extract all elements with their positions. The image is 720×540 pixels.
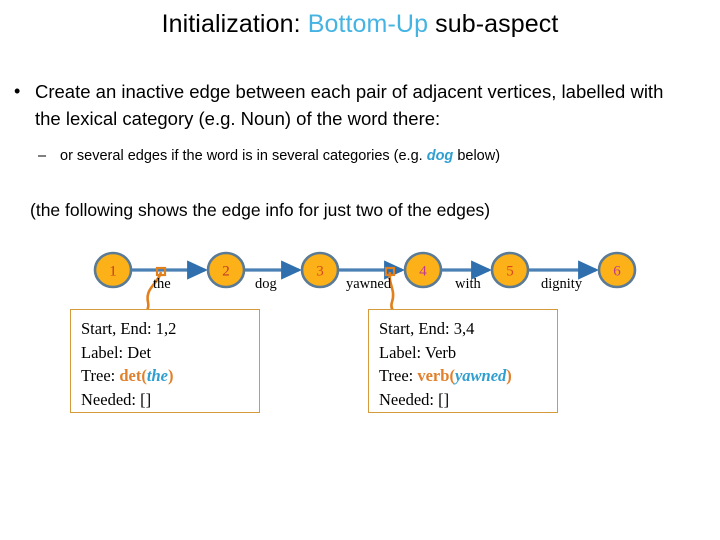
edge-info-2-needed: Needed: [] bbox=[379, 388, 557, 412]
lattice-node-5[interactable]: 5 bbox=[490, 251, 530, 289]
edge-info-2-label-key: Label: bbox=[379, 342, 425, 362]
lattice-node-circle-3 bbox=[300, 251, 340, 289]
bullet-secondary-text-before: or several edges if the word is in sever… bbox=[60, 148, 427, 164]
edge-info-1-tree: Tree: det(the) bbox=[81, 364, 259, 388]
edge-info-2-needed-value: [] bbox=[438, 389, 450, 409]
edge-info-2-tree-word: yawned bbox=[454, 366, 507, 385]
title-highlight: Bottom-Up bbox=[307, 10, 429, 38]
edge-word-dignity: dignity bbox=[541, 276, 583, 292]
edge-info-1-needed-key: Needed: bbox=[81, 389, 141, 409]
edge-info-2-label-value: Verb bbox=[424, 342, 457, 362]
lattice-node-label-6: 6 bbox=[613, 264, 621, 280]
edge-info-box-1: Start, End: 1,2 Label: Det Tree: det(the… bbox=[70, 309, 260, 413]
edge-info-2-needed-key: Needed: bbox=[379, 389, 439, 409]
connector-anchor-edge-1 bbox=[155, 266, 167, 277]
nodes-layer: 1 2 3 4 5 6 bbox=[93, 251, 637, 289]
title-suffix: sub-aspect bbox=[428, 10, 559, 38]
edge-word-with: with bbox=[455, 276, 482, 292]
lattice-node-6[interactable]: 6 bbox=[597, 251, 637, 289]
edge-word-the: the bbox=[153, 276, 171, 292]
edge-info-1-paren-close: ) bbox=[167, 366, 174, 385]
edge-info-1-label-key: Label: bbox=[81, 342, 128, 362]
edge-info-1-start-end-label: Start, End: bbox=[81, 319, 156, 338]
edge-info-1-start-end-value: 1,2 bbox=[155, 319, 177, 338]
edge-info-1-paren-open: ( bbox=[141, 366, 147, 385]
edge-info-1-label: Label: Det bbox=[81, 341, 259, 365]
lattice-node-3[interactable]: 3 bbox=[300, 251, 340, 289]
edge-info-note: (the following shows the edge info for j… bbox=[30, 200, 491, 220]
edge-info-2-start-end: Start, End: 3,4 bbox=[379, 317, 557, 341]
lattice-node-label-3: 3 bbox=[316, 264, 324, 280]
edge-info-1-start-end: Start, End: 1,2 bbox=[81, 317, 259, 341]
edge-word-dog: dog bbox=[255, 276, 277, 292]
lattice-node-1[interactable]: 1 bbox=[93, 251, 133, 289]
edge-info-2-tree-key: Tree: bbox=[379, 366, 418, 385]
chart-lattice-diagram: 1 2 3 4 5 6 the dog yawned with dignity bbox=[0, 232, 720, 432]
lattice-node-4[interactable]: 4 bbox=[403, 251, 443, 289]
lattice-node-2[interactable]: 2 bbox=[206, 251, 246, 289]
edge-info-2-start-end-label: Start, End: bbox=[379, 319, 454, 338]
bullet-secondary-highlight: dog bbox=[426, 148, 454, 164]
lattice-node-label-1: 1 bbox=[109, 264, 117, 280]
lattice-node-label-5: 5 bbox=[506, 264, 514, 280]
bullet-primary-text: Create an inactive edge between each pai… bbox=[35, 81, 664, 129]
edge-info-1-tree-key: Tree: bbox=[81, 366, 120, 385]
lattice-node-label-2: 2 bbox=[222, 264, 230, 280]
dash-marker-icon: – bbox=[38, 148, 47, 164]
bullet-secondary-text: or several edges if the word is in sever… bbox=[60, 146, 678, 167]
lattice-node-circle-4 bbox=[403, 251, 443, 289]
lattice-node-circle-1 bbox=[93, 251, 133, 289]
edge-info-1-tree-word: the bbox=[146, 366, 168, 385]
lattice-node-circle-6 bbox=[597, 251, 637, 289]
page-title: Initialization: Bottom-Up sub-aspect bbox=[0, 10, 720, 39]
lattice-node-circle-2 bbox=[206, 251, 246, 289]
bullet-secondary-text-after: below) bbox=[453, 148, 501, 164]
edge-info-2-label: Label: Verb bbox=[379, 341, 557, 365]
edge-info-box-2: Start, End: 3,4 Label: Verb Tree: verb(y… bbox=[368, 309, 558, 413]
bullet-item-secondary: – or several edges if the word is in sev… bbox=[38, 146, 678, 167]
edge-info-2-tree: Tree: verb(yawned) bbox=[379, 364, 557, 388]
connector-anchor-edge-2 bbox=[384, 266, 396, 277]
edge-info-2-paren-open: ( bbox=[449, 366, 455, 385]
bullet-marker-icon: • bbox=[14, 81, 21, 101]
lattice-svg: 1 2 3 4 5 6 the dog yawned with dignity bbox=[93, 251, 637, 333]
bullet-item-primary: • Create an inactive edge between each p… bbox=[14, 78, 694, 132]
edge-info-1-label-value: Det bbox=[127, 342, 152, 362]
edge-words-layer: the dog yawned with dignity bbox=[153, 276, 583, 292]
edge-info-1-needed: Needed: [] bbox=[81, 388, 259, 412]
edge-info-1-needed-value: [] bbox=[140, 389, 152, 409]
edge-info-1-tree-category: det bbox=[119, 366, 142, 385]
edge-info-2-tree-category: verb bbox=[417, 366, 450, 385]
edge-info-2-paren-close: ) bbox=[506, 366, 512, 385]
lattice-node-label-4: 4 bbox=[419, 264, 427, 280]
lattice-node-circle-5 bbox=[490, 251, 530, 289]
edge-info-2-start-end-value: 3,4 bbox=[453, 319, 475, 338]
title-prefix: Initialization: bbox=[161, 10, 308, 38]
edge-word-yawned: yawned bbox=[346, 276, 392, 292]
